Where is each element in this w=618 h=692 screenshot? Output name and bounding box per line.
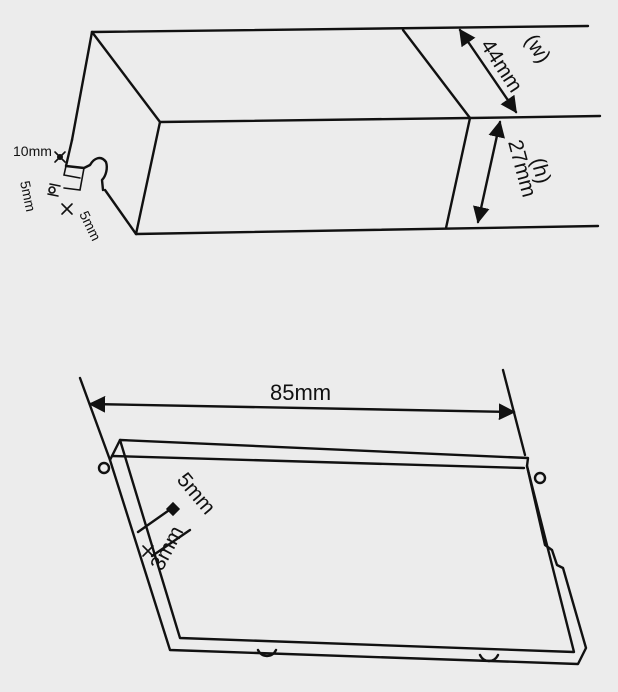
flange-a-label: 10mm: [13, 143, 52, 159]
box-front-right-edge: [444, 116, 472, 230]
slot-cross-marker: [142, 545, 154, 557]
width-tag: (w): [520, 30, 555, 67]
length-extension-left: [78, 376, 112, 462]
box-side-bottom-edge: [103, 188, 138, 236]
flange-star-mark: [54, 151, 66, 163]
box-side-left-edge: [70, 30, 94, 142]
flange-tick-marks: [47, 183, 61, 197]
bottom-notch-right: [478, 653, 500, 663]
box-top-extension: [468, 114, 602, 120]
flange-cross-mark: [61, 203, 73, 215]
mounting-flange: [64, 138, 108, 192]
plate-outer-outline: [108, 438, 588, 666]
bottom-notch-left: [256, 648, 278, 658]
flange-detail: [63, 165, 85, 191]
box-front-left-edge: [134, 120, 162, 236]
box-bottom-edge: [134, 224, 600, 236]
flange-hole-marker: [48, 186, 56, 194]
box-top-view: 10mm 5mm 5mm 44mm (w) 27mm (h): [13, 24, 602, 243]
plate-lip-edge: [110, 454, 526, 470]
flange-c-label: 5mm: [76, 208, 104, 243]
plate-bottom-view: 85mm 5mm 3mm: [78, 368, 588, 666]
height-dimension-arrow: [473, 120, 505, 224]
length-dimension-arrow: [88, 395, 516, 421]
slot-a-label: 5mm: [172, 468, 220, 519]
length-label: 85mm: [270, 380, 331, 405]
slot-square-marker: [165, 501, 181, 517]
box-top-back-edge: [90, 24, 590, 34]
left-mounting-hole: [97, 461, 111, 475]
flange-b-label: 5mm: [17, 179, 39, 213]
right-mounting-hole: [533, 471, 547, 485]
slot-edge-lower: [150, 528, 192, 558]
box-top-end-edge: [401, 28, 472, 120]
width-dimension-arrow: [458, 28, 518, 114]
plate-inner-outline: [118, 438, 576, 654]
